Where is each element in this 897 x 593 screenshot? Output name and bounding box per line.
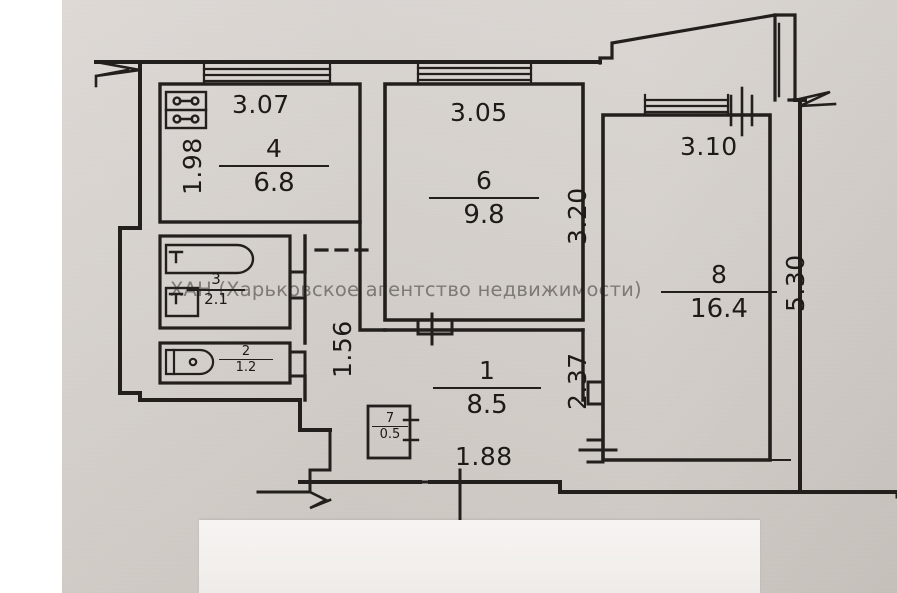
washbasin-icon bbox=[164, 286, 200, 318]
balcony-door bbox=[729, 86, 754, 137]
dimension-bath-block-height: 1.56 bbox=[328, 320, 357, 378]
room-area-8: 16.4 bbox=[690, 294, 748, 324]
room8-door bbox=[578, 438, 618, 464]
outer-wall bbox=[94, 60, 897, 494]
closet7-door bbox=[402, 418, 420, 442]
paper-sheet bbox=[62, 0, 897, 593]
paper-overlay-slip bbox=[199, 520, 760, 593]
dimension-hall-height: 2.37 bbox=[563, 352, 592, 410]
room-label-4: 4 6.8 bbox=[218, 136, 330, 196]
wall-break-symbol-left bbox=[94, 60, 141, 88]
room-number-3: 3 bbox=[211, 270, 221, 288]
room-number-2: 2 bbox=[241, 344, 251, 359]
toilet-icon bbox=[164, 348, 215, 376]
room-label-2: 2 1.2 bbox=[218, 345, 274, 374]
wall-break-symbol-bottom bbox=[308, 490, 332, 510]
balcony-outline bbox=[598, 13, 797, 102]
room-label-8: 8 16.4 bbox=[660, 262, 778, 322]
room-area-3: 2.1 bbox=[204, 289, 228, 308]
room-label-7: 7 0.5 bbox=[371, 412, 409, 441]
room-divider-6 bbox=[429, 197, 539, 199]
room-divider-3 bbox=[187, 289, 245, 291]
room-area-2: 1.2 bbox=[235, 360, 257, 376]
dimension-kitchen-height: 1.98 bbox=[178, 137, 207, 195]
room-number-6: 6 bbox=[476, 166, 492, 195]
dimension-kitchen-width: 3.07 bbox=[232, 90, 290, 119]
room-label-3: 3 2.1 bbox=[186, 272, 246, 307]
toilet-walls bbox=[158, 341, 292, 385]
stove-icon bbox=[164, 90, 208, 130]
bathroom-door bbox=[288, 270, 307, 300]
room-number-4: 4 bbox=[266, 134, 282, 163]
room-divider-1 bbox=[433, 387, 541, 389]
room-area-7: 0.5 bbox=[379, 427, 401, 443]
room-divider-7 bbox=[372, 426, 408, 428]
room8-wall-jamb bbox=[586, 380, 605, 406]
room6-walls bbox=[383, 82, 585, 322]
toilet-door bbox=[288, 350, 307, 378]
building-base-line bbox=[256, 428, 897, 499]
closet7-walls bbox=[366, 404, 412, 460]
hallway-walls bbox=[358, 220, 585, 402]
dimension-hall-width: 1.88 bbox=[455, 442, 513, 471]
bathroom-walls bbox=[158, 234, 292, 330]
room-label-6: 6 9.8 bbox=[428, 168, 540, 228]
dimension-room6-height: 3.20 bbox=[563, 187, 592, 245]
kitchen-walls bbox=[158, 82, 362, 224]
dimension-room6-width: 3.05 bbox=[450, 98, 508, 127]
kitchen-window bbox=[202, 62, 332, 86]
room-area-6: 9.8 bbox=[463, 200, 505, 230]
room8-window bbox=[643, 93, 730, 117]
room-divider-2 bbox=[219, 359, 273, 361]
room-label-1: 1 8.5 bbox=[432, 358, 542, 418]
room-number-1: 1 bbox=[479, 356, 495, 385]
room6-window bbox=[416, 60, 533, 86]
wall-break-symbol-right bbox=[793, 90, 837, 108]
dimension-room8-width: 3.10 bbox=[680, 132, 738, 161]
room-area-4: 6.8 bbox=[253, 168, 295, 198]
dimension-room8-height: 5.30 bbox=[781, 254, 810, 312]
room-area-1: 8.5 bbox=[466, 390, 508, 420]
bathtub-icon bbox=[164, 243, 255, 275]
room-number-7: 7 bbox=[385, 411, 395, 426]
room-divider-8 bbox=[661, 291, 777, 293]
room-divider-4 bbox=[219, 165, 329, 167]
room-number-8: 8 bbox=[711, 260, 727, 289]
